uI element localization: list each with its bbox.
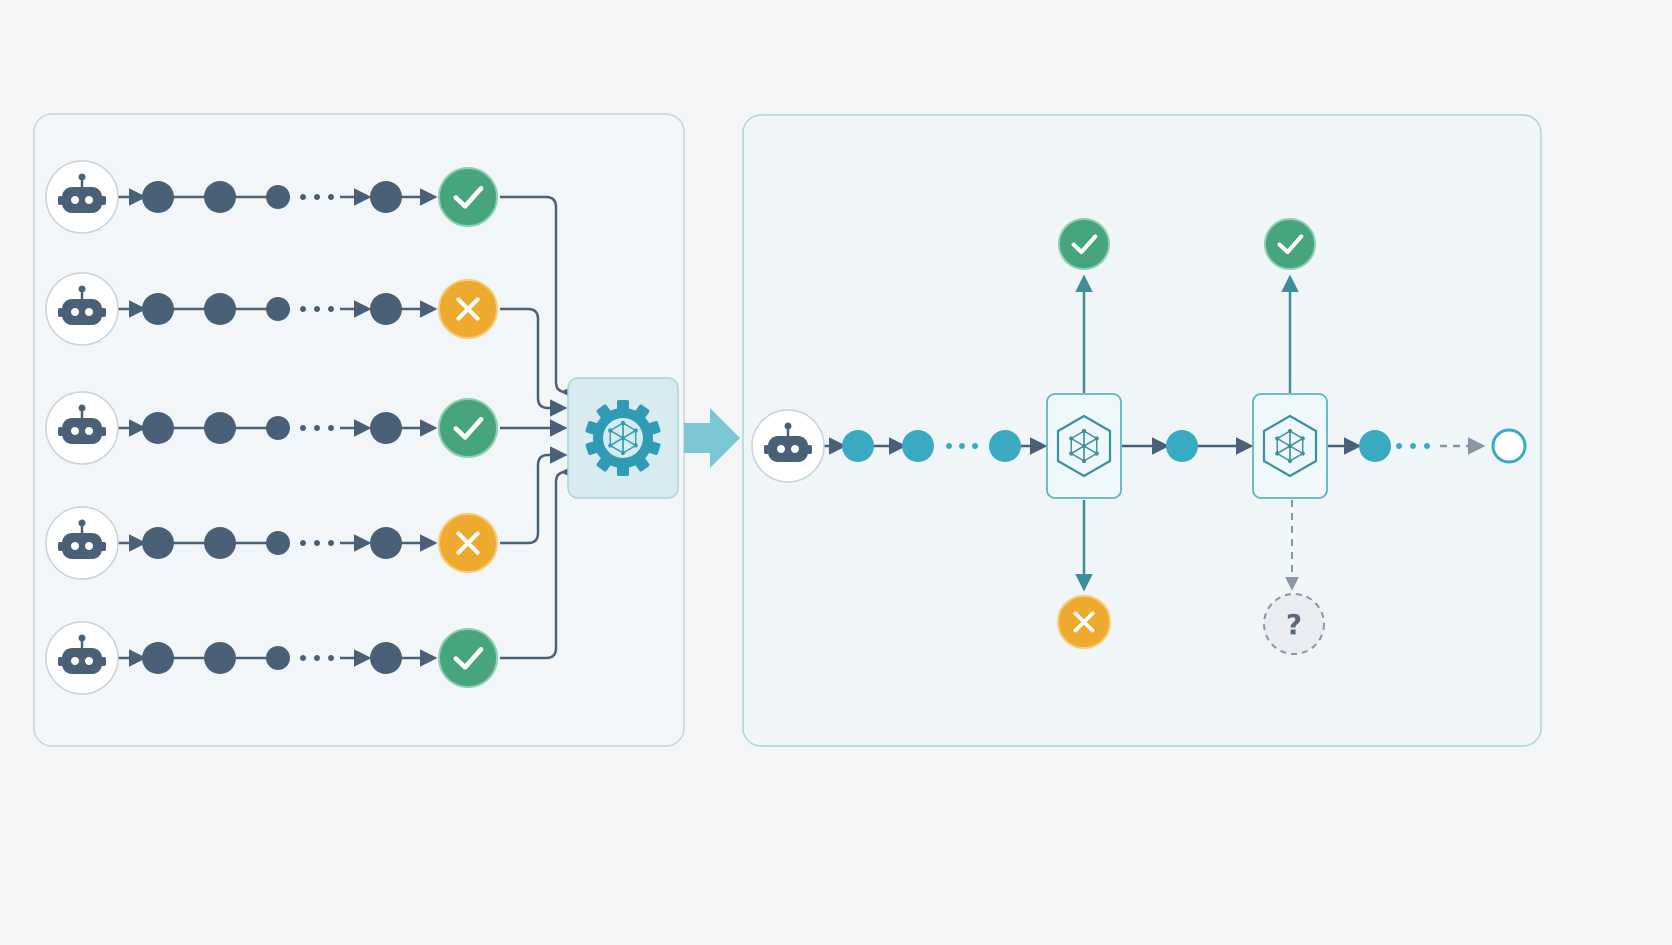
ellipsis-dot	[972, 443, 978, 449]
robot-icon	[45, 621, 119, 695]
ellipsis-dot	[300, 540, 306, 546]
rollout-node	[1359, 430, 1391, 462]
ellipsis-dot	[328, 194, 334, 200]
step-node	[204, 527, 236, 559]
ellipsis-dot	[314, 540, 320, 546]
robot-icon	[45, 272, 119, 346]
ellipsis-dot	[328, 655, 334, 661]
ellipsis-dot	[328, 425, 334, 431]
ellipsis-dot	[300, 655, 306, 661]
reward-model	[567, 377, 679, 499]
step-node	[266, 297, 290, 321]
check-icon	[453, 416, 484, 440]
step-node	[266, 531, 290, 555]
x-icon	[456, 531, 480, 555]
ellipsis-dot	[314, 655, 320, 661]
ellipsis-dot	[300, 425, 306, 431]
step-node	[370, 412, 402, 444]
trajectory-row	[118, 412, 438, 444]
failure-badge	[1057, 595, 1111, 649]
step-node	[266, 185, 290, 209]
failure-badge	[438, 279, 498, 339]
step-node	[204, 642, 236, 674]
step-node	[204, 181, 236, 213]
robot-icon	[751, 409, 825, 483]
step-node	[370, 527, 402, 559]
step-node	[370, 181, 402, 213]
step-node	[142, 181, 174, 213]
ellipsis-dot	[328, 306, 334, 312]
check-icon	[453, 185, 484, 209]
hexagon-network-icon	[1262, 414, 1318, 478]
step-verifier	[1046, 274, 1122, 592]
ellipsis-dot	[314, 306, 320, 312]
step-node	[266, 416, 290, 440]
step-node	[142, 642, 174, 674]
hexagon-network-icon	[1056, 414, 1112, 478]
step-node	[370, 642, 402, 674]
success-badge	[438, 167, 498, 227]
ellipsis-dot	[1396, 443, 1402, 449]
step-node	[142, 527, 174, 559]
step-node	[370, 293, 402, 325]
check-icon	[453, 646, 484, 670]
trajectory-row	[118, 642, 438, 674]
step-node	[204, 293, 236, 325]
success-badge	[438, 398, 498, 458]
ellipsis-dot	[328, 540, 334, 546]
route-arrow	[500, 307, 568, 417]
rollout-node	[902, 430, 934, 462]
route-arrow	[500, 195, 578, 401]
rollout-node	[842, 430, 874, 462]
robot-icon	[45, 391, 119, 465]
question-icon: ?	[1286, 608, 1302, 641]
ellipsis-dot	[300, 306, 306, 312]
ellipsis-dot	[946, 443, 952, 449]
ellipsis-dot	[314, 425, 320, 431]
right-panel	[742, 114, 1542, 747]
rollout-node	[1166, 430, 1198, 462]
ellipsis-dot	[959, 443, 965, 449]
rollout-node	[989, 430, 1021, 462]
check-icon	[1071, 234, 1098, 254]
step-node	[142, 293, 174, 325]
success-badge	[438, 628, 498, 688]
ellipsis-dot	[300, 194, 306, 200]
step-node	[142, 412, 174, 444]
ellipsis-dot	[314, 194, 320, 200]
route-arrow	[500, 446, 568, 545]
success-badge	[1058, 218, 1110, 270]
step-node	[266, 646, 290, 670]
robot-icon	[45, 160, 119, 234]
x-icon	[1073, 611, 1095, 633]
step-node	[204, 412, 236, 444]
robot-icon	[45, 506, 119, 580]
check-icon	[1277, 234, 1304, 254]
gear-network-icon	[585, 400, 661, 476]
open-circle	[1491, 428, 1527, 464]
unknown-badge: ?	[1263, 593, 1325, 655]
trajectory-row	[118, 181, 438, 213]
route-arrow	[500, 463, 578, 660]
trajectory-row	[118, 527, 438, 559]
success-badge	[1264, 218, 1316, 270]
ellipsis-dot	[1410, 443, 1416, 449]
transfer-arrow	[684, 408, 740, 468]
rollout-row	[824, 428, 1527, 464]
x-icon	[456, 297, 480, 321]
ellipsis-dot	[1424, 443, 1430, 449]
step-verifier	[1252, 274, 1328, 591]
failure-badge	[438, 513, 498, 573]
trajectory-row	[118, 293, 438, 325]
